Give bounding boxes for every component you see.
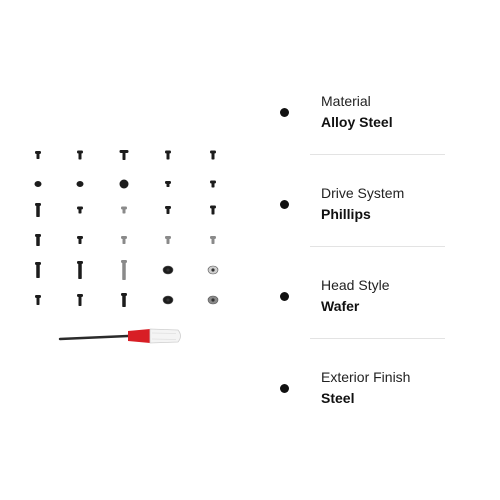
screw-icon: [119, 150, 129, 160]
bullet-icon: [280, 384, 289, 393]
screw-icon: [162, 295, 174, 305]
screw-icon: [210, 150, 216, 160]
spec-label: Material: [321, 93, 371, 109]
spec-value: Wafer: [321, 298, 360, 314]
screw-icon: [77, 236, 83, 244]
screw-icon: [77, 261, 83, 279]
screw-icon: [121, 293, 127, 307]
screw-icon: [165, 181, 171, 187]
screw-icon: [35, 262, 41, 278]
spec-head-style: Head Style Wafer: [270, 246, 445, 346]
screw-icon: [207, 295, 219, 305]
spec-label: Exterior Finish: [321, 369, 411, 385]
screw-icon: [34, 181, 42, 187]
bullet-icon: [280, 292, 289, 301]
screw-icon: [35, 203, 41, 217]
screwdriver: [58, 328, 181, 344]
screw-icon: [165, 206, 171, 214]
screw-icon: [210, 180, 216, 188]
spec-drive-system: Drive System Phillips: [270, 154, 445, 254]
screw-icon: [35, 151, 41, 159]
screw-icon: [121, 206, 127, 214]
screw-grid: [34, 150, 219, 307]
screw-icon: [35, 295, 41, 305]
screw-icon: [210, 205, 216, 215]
product-image: [34, 150, 219, 344]
screw-icon: [77, 206, 83, 214]
bullet-icon: [280, 200, 289, 209]
screw-icon: [77, 294, 83, 306]
spec-value: Steel: [321, 390, 355, 406]
screw-icon: [77, 150, 83, 160]
screw-icon: [76, 181, 84, 187]
spec-material: Material Alloy Steel: [270, 70, 445, 162]
screw-icon: [165, 236, 171, 244]
screw-icon: [121, 260, 127, 280]
screw-icon: [119, 179, 129, 189]
spec-list: Material Alloy Steel Drive System Philli…: [270, 70, 445, 438]
spec-exterior-finish: Exterior Finish Steel: [270, 338, 445, 438]
screw-icon: [162, 265, 174, 275]
screw-icon: [207, 265, 219, 275]
bullet-icon: [280, 108, 289, 117]
spec-value: Alloy Steel: [321, 114, 393, 130]
screw-icon: [165, 150, 171, 160]
spec-label: Head Style: [321, 277, 390, 293]
screw-icon: [35, 234, 41, 246]
spec-label: Drive System: [321, 185, 405, 201]
screw-icon: [210, 236, 216, 244]
screw-icon: [121, 236, 127, 244]
spec-value: Phillips: [321, 206, 371, 222]
